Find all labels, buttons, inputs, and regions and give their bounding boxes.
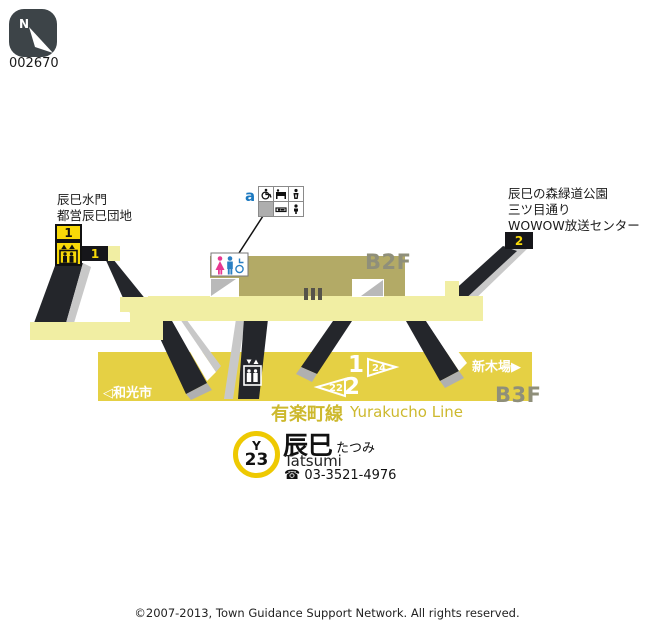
direction-shinkiba: 新木場▶ bbox=[472, 360, 521, 375]
left-escalator-stripe-edge bbox=[180, 319, 221, 372]
center-stairs-band bbox=[301, 321, 352, 374]
concourse-notch-right-tri bbox=[361, 280, 383, 296]
toilet-icon bbox=[210, 252, 249, 277]
exit2-destination-1: 辰巳の森緑道公園 bbox=[508, 186, 609, 201]
track1-direction-flag: 24 bbox=[367, 357, 400, 378]
right-escalator-band bbox=[406, 321, 459, 381]
exit1-destination-2: 都営辰巳団地 bbox=[57, 208, 133, 223]
direction-wakoshi: ◁和光市 bbox=[103, 386, 152, 401]
b2f-corridor-exit2-stub bbox=[445, 281, 459, 298]
platform-elevator-icon bbox=[243, 359, 262, 386]
exit2-destination-2: 三ツ目通り bbox=[508, 202, 571, 217]
map-code: 002670 bbox=[9, 56, 59, 71]
exit1-elevator-shaft-band bbox=[34, 263, 83, 323]
station-name-kana: たつみ bbox=[336, 441, 376, 456]
baby-chair-icon bbox=[289, 202, 303, 216]
legend-marker: a bbox=[245, 187, 256, 205]
exit1-corridor-stub bbox=[108, 246, 120, 261]
bed-icon bbox=[274, 187, 288, 201]
exit2-destination-3: WOWOW放送センター bbox=[508, 218, 640, 233]
left-escalator-stripe bbox=[171, 319, 216, 381]
track2-number: 2 bbox=[344, 374, 361, 400]
ticket-gates-icon bbox=[304, 288, 322, 300]
b2f-label: B2F bbox=[365, 250, 412, 274]
line-name-en: Yurakucho Line bbox=[350, 403, 463, 421]
b2f-corridor-left-arm bbox=[120, 297, 152, 312]
b2f-corridor-main bbox=[148, 296, 483, 321]
left-escalator-cap bbox=[186, 383, 212, 400]
station-name-ja: 辰巳 bbox=[283, 431, 334, 460]
wheelchair-icon bbox=[259, 187, 273, 201]
exit2-ramp-band bbox=[450, 246, 517, 302]
station-code-badge: Y 23 bbox=[233, 431, 280, 478]
station-code-number: 23 bbox=[244, 450, 269, 470]
station-code-line: Y bbox=[252, 439, 261, 453]
svg-text:N: N bbox=[19, 17, 29, 31]
station-phone: ☎ 03-3521-4976 bbox=[284, 468, 397, 483]
exit1-destination-1: 辰巳水門 bbox=[57, 192, 108, 207]
baby-bed-icon bbox=[274, 202, 288, 216]
right-escalator-stripe bbox=[426, 321, 467, 371]
svg-text:24: 24 bbox=[372, 363, 386, 374]
legend-leader-line bbox=[238, 215, 264, 254]
street-elevator-icon bbox=[55, 241, 82, 266]
station-name-en: Tatsumi bbox=[284, 452, 342, 470]
right-escalator-cap bbox=[440, 371, 464, 388]
exit1-corridor-box: 1 bbox=[82, 246, 108, 261]
compass-icon: N bbox=[9, 9, 57, 57]
center-stairs-cap bbox=[296, 367, 317, 382]
copyright-text: ©2007-2013, Town Guidance Support Networ… bbox=[134, 606, 520, 620]
track1-number: 1 bbox=[348, 352, 365, 378]
concourse-notch-left-tri bbox=[211, 279, 236, 296]
ostomate-icon bbox=[289, 187, 303, 201]
b3f-label: B3F bbox=[495, 383, 542, 407]
facility-legend bbox=[258, 186, 304, 217]
track2-direction-flag: 22 bbox=[313, 377, 346, 398]
exit1-stair-band bbox=[104, 256, 147, 309]
legend-blank-cell bbox=[259, 202, 273, 216]
exit1-elevator-shaft-edge bbox=[66, 263, 91, 323]
svg-text:22: 22 bbox=[329, 383, 343, 394]
exit2-number-box: 2 bbox=[505, 232, 533, 249]
elevator-shaft-edge bbox=[224, 319, 245, 399]
line-name-ja: 有楽町線 bbox=[271, 404, 343, 425]
left-escalator-band bbox=[151, 319, 207, 394]
exit1-number-box: 1 bbox=[55, 224, 82, 241]
b2f-corridor-left-lower bbox=[30, 322, 163, 340]
